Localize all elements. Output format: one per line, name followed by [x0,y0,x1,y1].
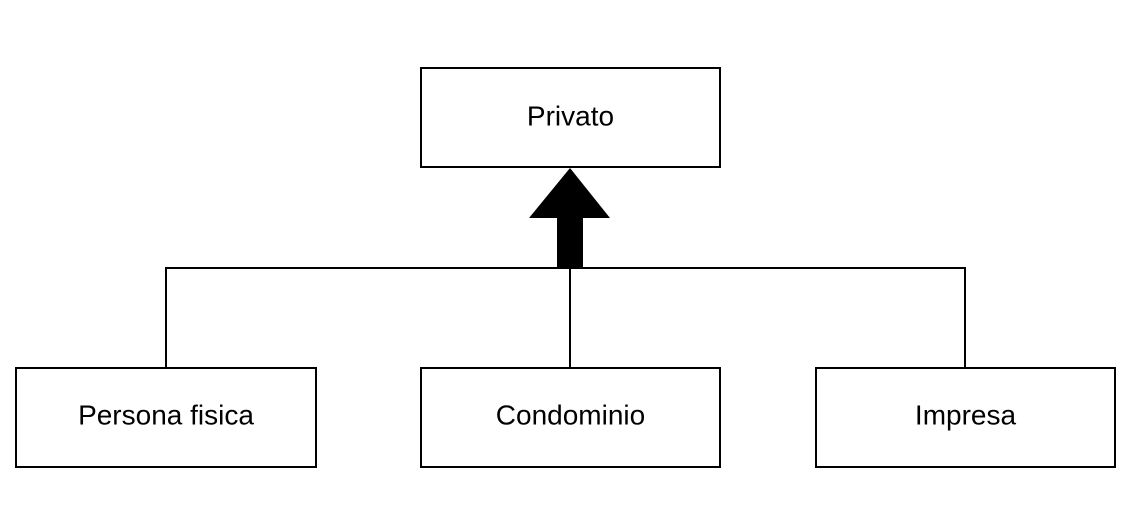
inheritance-arrow [529,168,610,268]
node-persona-fisica[interactable]: Persona fisica [15,367,317,468]
node-persona-fisica-box [15,367,317,468]
node-condominio-label: Condominio [496,400,645,431]
connector-persona-fisica [165,267,570,367]
node-impresa-label: Impresa [915,400,1017,431]
node-privato[interactable]: Privato [420,67,721,168]
node-impresa-box [815,367,1116,468]
node-privato-label: Privato [527,101,614,132]
node-condominio[interactable]: Condominio [420,367,721,468]
node-privato-box [420,67,721,168]
node-condominio-box [420,367,721,468]
connector-impresa [570,267,966,367]
node-impresa[interactable]: Impresa [815,367,1116,468]
connector-lines [165,267,966,367]
node-persona-fisica-label: Persona fisica [78,400,254,431]
